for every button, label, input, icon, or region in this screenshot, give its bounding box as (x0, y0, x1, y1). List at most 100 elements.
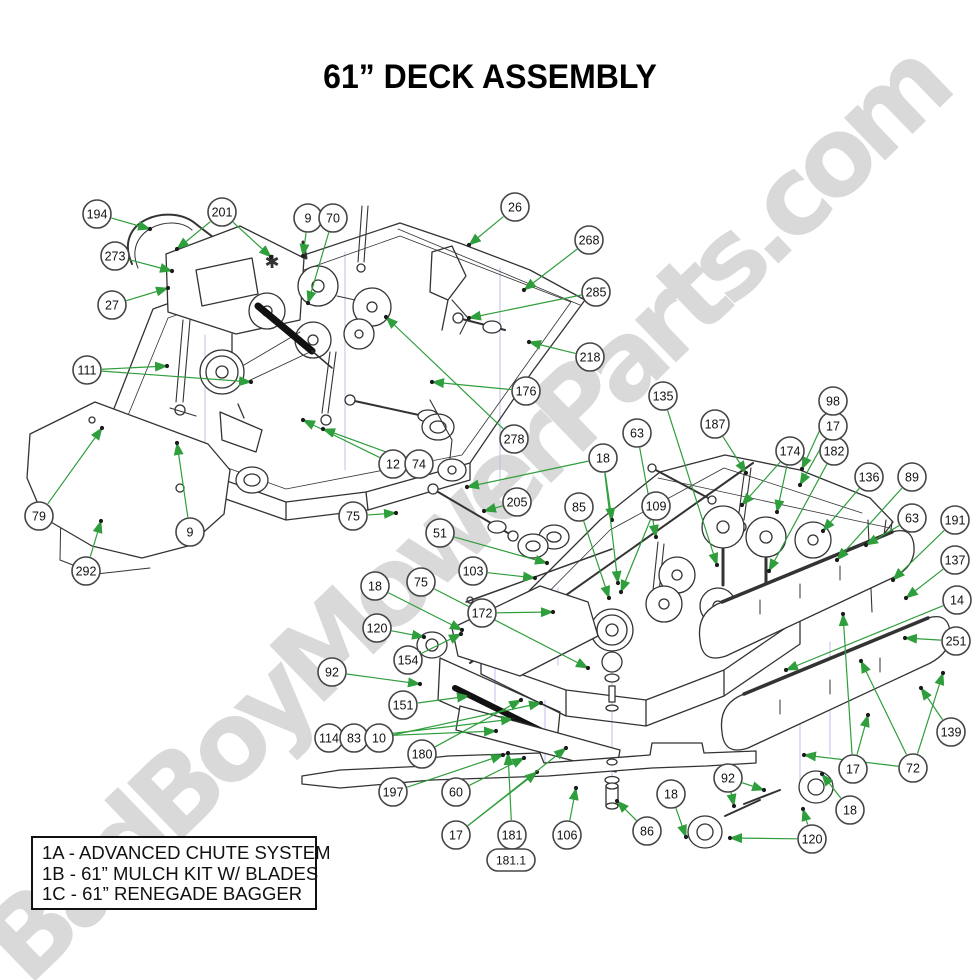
callout-circle-shape[interactable] (797, 824, 827, 854)
callout-9[interactable]: 9 (175, 517, 205, 547)
callout-circle-shape[interactable] (404, 449, 434, 479)
callout-181.1[interactable]: 181.1 (486, 848, 536, 872)
callout-circle-shape[interactable] (775, 436, 805, 466)
callout-circle-shape[interactable] (897, 462, 927, 492)
callout-circle-shape[interactable] (700, 409, 730, 439)
callout-14[interactable]: 14 (942, 585, 972, 615)
callout-85[interactable]: 85 (564, 492, 594, 522)
callout-circle-shape[interactable] (838, 754, 868, 784)
callout-103[interactable]: 103 (458, 556, 488, 586)
callout-205[interactable]: 205 (502, 487, 532, 517)
callout-70[interactable]: 70 (318, 203, 348, 233)
callout-181[interactable]: 181 (497, 820, 527, 850)
callout-27[interactable]: 27 (97, 290, 127, 320)
callout-139[interactable]: 139 (936, 717, 966, 747)
callout-circle-shape[interactable] (511, 376, 541, 406)
callout-18[interactable]: 18 (360, 571, 390, 601)
callout-109[interactable]: 109 (641, 491, 671, 521)
callout-292[interactable]: 292 (71, 556, 101, 586)
callout-174[interactable]: 174 (775, 436, 805, 466)
callout-63[interactable]: 63 (897, 503, 927, 533)
callout-98[interactable]: 98 (818, 386, 848, 416)
callout-circle-shape[interactable] (564, 492, 594, 522)
callout-92[interactable]: 92 (317, 657, 347, 687)
callout-circle-shape[interactable] (360, 571, 390, 601)
callout-154[interactable]: 154 (393, 645, 423, 675)
callout-74[interactable]: 74 (404, 449, 434, 479)
callout-circle-shape[interactable] (82, 199, 112, 229)
callout-12[interactable]: 12 (378, 449, 408, 479)
callout-75[interactable]: 75 (406, 567, 436, 597)
callout-194[interactable]: 194 (82, 199, 112, 229)
callout-circle-shape[interactable] (458, 556, 488, 586)
callout-201[interactable]: 201 (207, 197, 237, 227)
callout-136[interactable]: 136 (854, 462, 884, 492)
callout-72[interactable]: 72 (898, 753, 928, 783)
callout-285[interactable]: 285 (581, 277, 611, 307)
callout-circle-shape[interactable] (317, 657, 347, 687)
callout-circle-shape[interactable] (407, 739, 437, 769)
callout-26[interactable]: 26 (500, 192, 530, 222)
callout-182[interactable]: 182 (819, 436, 849, 466)
callout-114[interactable]: 114 (314, 723, 344, 753)
callout-187[interactable]: 187 (700, 409, 730, 439)
callout-circle-shape[interactable] (713, 763, 743, 793)
callout-18[interactable]: 18 (588, 443, 618, 473)
callout-circle-shape[interactable] (581, 277, 611, 307)
callout-86[interactable]: 86 (632, 816, 662, 846)
callout-151[interactable]: 151 (388, 690, 418, 720)
callout-circle-shape[interactable] (940, 505, 970, 535)
callout-circle-shape[interactable] (552, 820, 582, 850)
callout-18[interactable]: 18 (656, 779, 686, 809)
callout-60[interactable]: 60 (441, 777, 471, 807)
callout-circle-shape[interactable] (818, 386, 848, 416)
callout-92[interactable]: 92 (713, 763, 743, 793)
callout-106[interactable]: 106 (552, 820, 582, 850)
callout-circle-shape[interactable] (175, 517, 205, 547)
callout-172[interactable]: 172 (467, 598, 497, 628)
callout-251[interactable]: 251 (941, 626, 971, 656)
callout-191[interactable]: 191 (940, 505, 970, 535)
callout-circle-shape[interactable] (318, 203, 348, 233)
callout-circle-shape[interactable] (362, 613, 392, 643)
callout-120[interactable]: 120 (362, 613, 392, 643)
callout-17[interactable]: 17 (818, 411, 848, 441)
callout-circle-shape[interactable] (940, 545, 970, 575)
callout-circle-shape[interactable] (425, 518, 455, 548)
callout-circle-shape[interactable] (207, 197, 237, 227)
callout-268[interactable]: 268 (574, 225, 604, 255)
callout-circle-shape[interactable] (441, 820, 471, 850)
callout-89[interactable]: 89 (897, 462, 927, 492)
callout-83[interactable]: 83 (339, 723, 369, 753)
callout-273[interactable]: 273 (100, 241, 130, 271)
callout-218[interactable]: 218 (575, 342, 605, 372)
callout-circle-shape[interactable] (942, 585, 972, 615)
callout-135[interactable]: 135 (648, 381, 678, 411)
callout-circle-shape[interactable] (898, 753, 928, 783)
callout-circle-shape[interactable] (467, 598, 497, 628)
callout-circle-shape[interactable] (71, 556, 101, 586)
callout-17[interactable]: 17 (441, 820, 471, 850)
callout-79[interactable]: 79 (24, 501, 54, 531)
callout-circle-shape[interactable] (499, 424, 529, 454)
callout-circle-shape[interactable] (97, 290, 127, 320)
callout-137[interactable]: 137 (940, 545, 970, 575)
callout-circle-shape[interactable] (406, 567, 436, 597)
callout-circle-shape[interactable] (24, 501, 54, 531)
callout-circle-shape[interactable] (936, 717, 966, 747)
callout-circle-shape[interactable] (648, 381, 678, 411)
callout-176[interactable]: 176 (511, 376, 541, 406)
callout-circle-shape[interactable] (388, 690, 418, 720)
callout-circle-shape[interactable] (897, 503, 927, 533)
callout-180[interactable]: 180 (407, 739, 437, 769)
callout-9[interactable]: 9 (293, 203, 323, 233)
callout-circle-shape[interactable] (393, 645, 423, 675)
callout-circle-shape[interactable] (575, 342, 605, 372)
callout-circle-shape[interactable] (632, 816, 662, 846)
callout-circle-shape[interactable] (100, 241, 130, 271)
callout-circle-shape[interactable] (338, 501, 368, 531)
callout-circle-shape[interactable] (441, 777, 471, 807)
callout-197[interactable]: 197 (378, 777, 408, 807)
callout-circle-shape[interactable] (72, 355, 102, 385)
callout-circle-shape[interactable] (854, 462, 884, 492)
